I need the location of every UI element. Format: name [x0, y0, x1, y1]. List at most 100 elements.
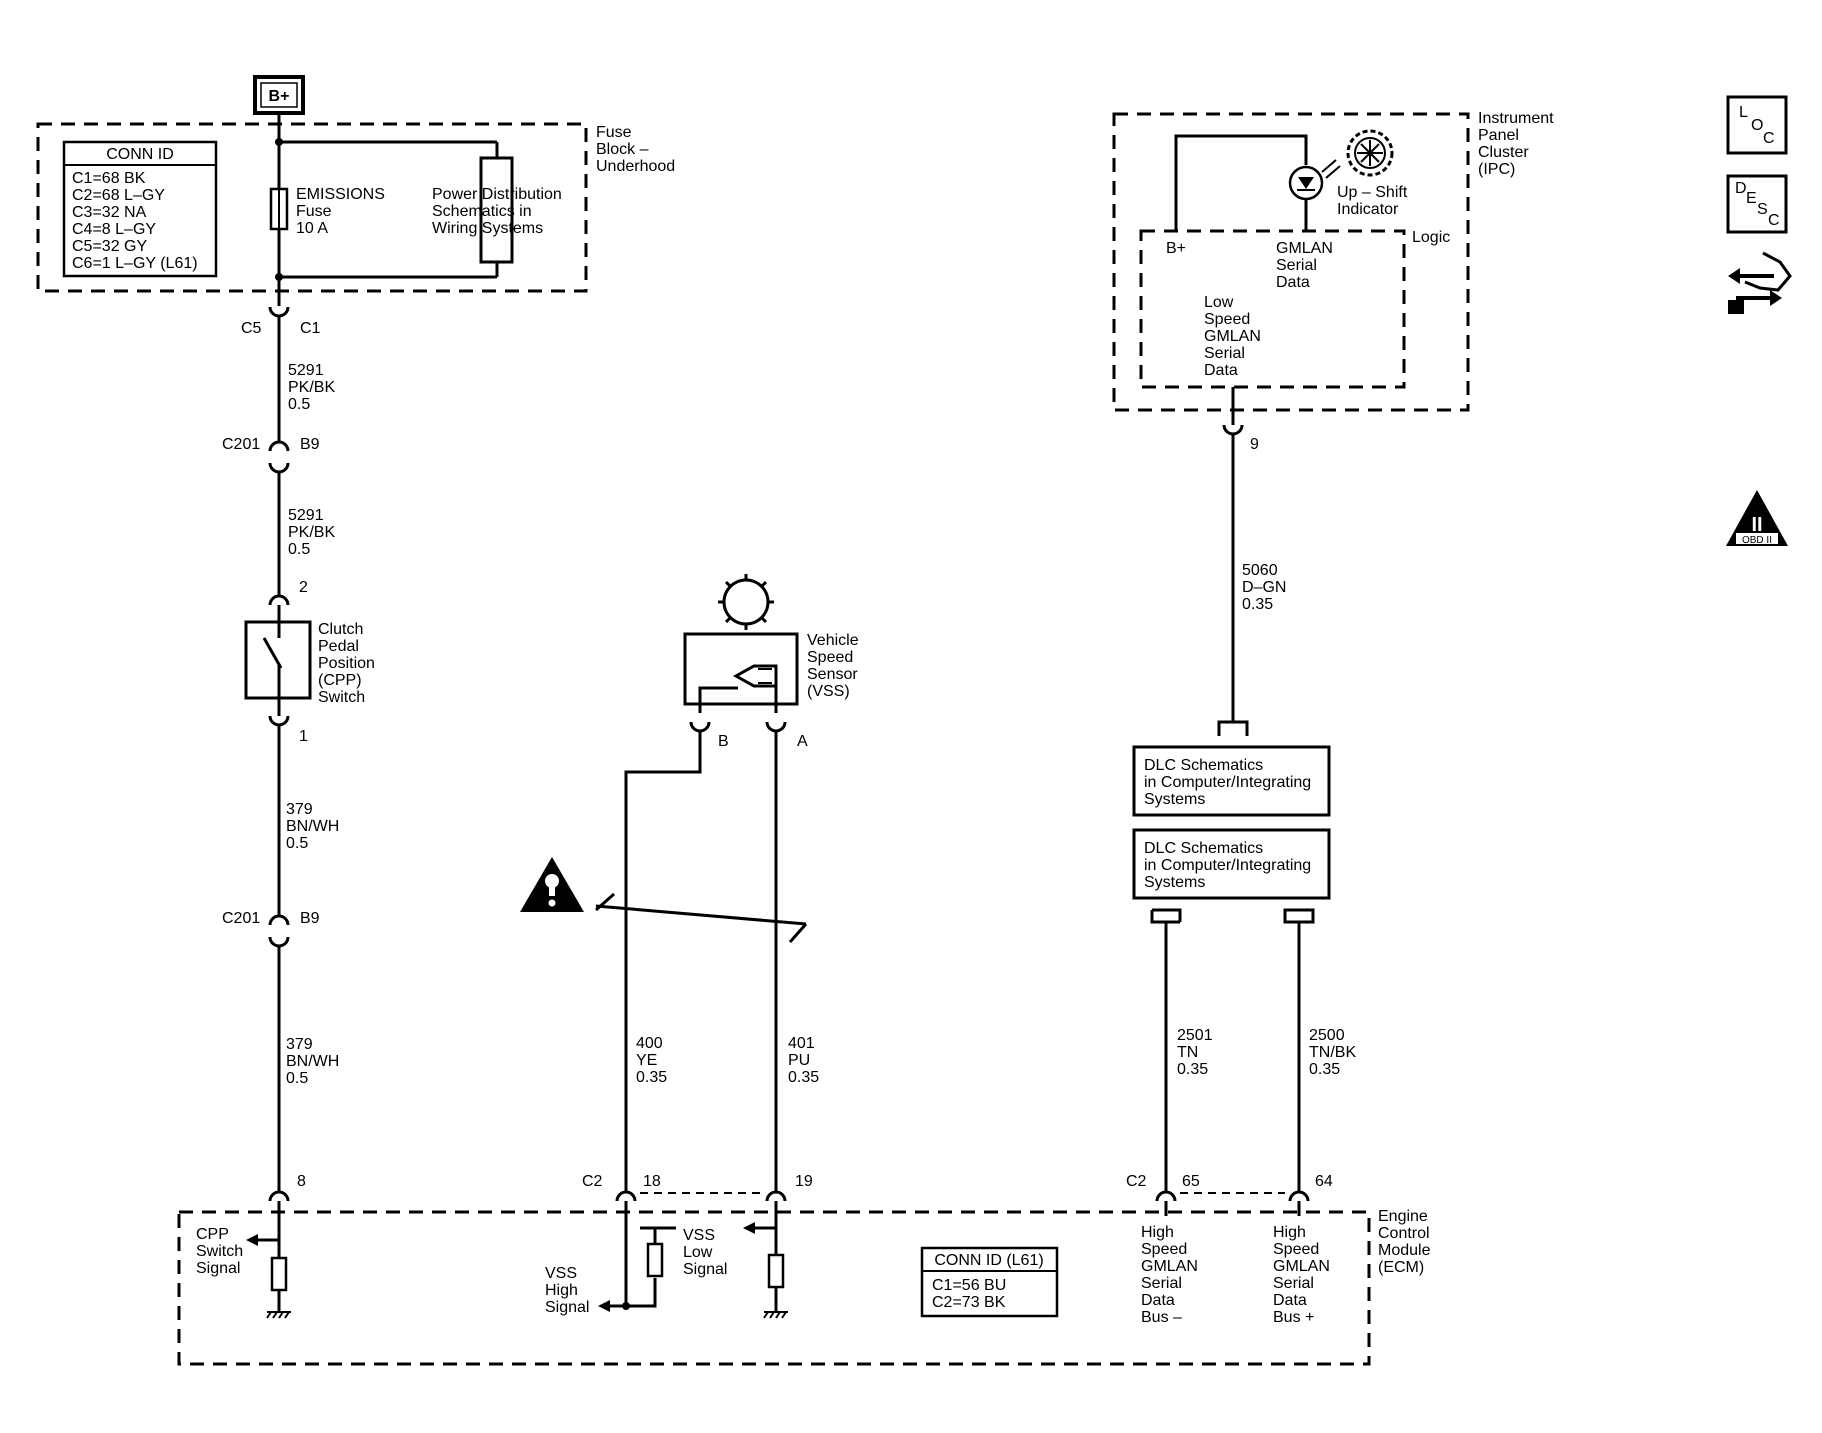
vss-high-label-2: High — [545, 1282, 578, 1299]
wire-5060-label: 5060 — [1242, 562, 1278, 579]
vss-high-label-3: Signal — [545, 1299, 589, 1316]
low-speed-label-3: GMLAN — [1204, 328, 1261, 345]
wire-400-color: YE — [636, 1052, 657, 1069]
wire-400-gauge: 0.35 — [636, 1069, 667, 1086]
gmlan-label-2: Serial — [1276, 257, 1317, 274]
upshift-indicator-lamp — [1288, 159, 1341, 201]
low-speed-label-5: Data — [1204, 362, 1238, 379]
fuse-conn-id-row: C3=32 NA — [72, 204, 147, 221]
fuse-conn-id-row: C2=68 L–GY — [72, 187, 165, 204]
pin-a: A — [797, 733, 808, 750]
gmlan-label-3: Data — [1276, 274, 1310, 291]
emissions-fuse — [269, 187, 289, 231]
ecm-conn-id-title: CONN ID (L61) — [934, 1252, 1043, 1269]
bus-plus-label-3: GMLAN — [1273, 1258, 1330, 1275]
ipc-label-2: Panel — [1478, 127, 1519, 144]
wire-5060-gauge: 0.35 — [1242, 596, 1273, 613]
wire-2500-label: 2500 — [1309, 1027, 1345, 1044]
cpp-label-5: Switch — [318, 689, 365, 706]
vehicle-speed-sensor — [683, 632, 799, 706]
conn-c1: C1 — [300, 320, 321, 337]
fuse-block-underhood: Fuse Block – Underhood CONN ID C1=68 BK … — [36, 113, 675, 306]
bus-minus-label-4: Serial — [1141, 1275, 1182, 1292]
desc-icon[interactable]: D E S C — [1726, 174, 1788, 234]
wire-2501-label: 2501 — [1177, 1027, 1213, 1044]
pin-65: 65 — [1182, 1173, 1200, 1190]
gmlan-label-1: GMLAN — [1276, 240, 1333, 257]
sensor-wheel-icon — [718, 574, 774, 630]
bus-plus-label-5: Data — [1273, 1292, 1307, 1309]
warning-icon — [520, 857, 584, 912]
wire-379-gauge: 0.5 — [286, 1070, 308, 1087]
ipc-label-3: Cluster — [1478, 144, 1529, 161]
vss-label-3: Sensor — [807, 666, 858, 683]
wire-5291-color: PK/BK — [288, 379, 335, 396]
fuse-conn-id-row: C1=68 BK — [72, 170, 146, 187]
loc-letter: O — [1751, 117, 1763, 134]
wire-379-label: 379 — [286, 1036, 313, 1053]
pin-9: 9 — [1250, 436, 1259, 453]
fuse-conn-id-title: CONN ID — [106, 146, 174, 163]
wire-379-color: BN/WH — [286, 1053, 339, 1070]
pin-b: B — [718, 733, 729, 750]
pin-b9-lower: B9 — [300, 910, 320, 927]
pin-2: 2 — [299, 579, 308, 596]
cpp-switch — [244, 605, 312, 716]
battery-label: B+ — [269, 88, 290, 105]
ecm-label-3: Module — [1378, 1242, 1431, 1259]
wire-5291-color: PK/BK — [288, 524, 335, 541]
vss-low-label-1: VSS — [683, 1227, 715, 1244]
loc-icon[interactable]: L O C — [1726, 95, 1788, 155]
wire-5060-color: D–GN — [1242, 579, 1286, 596]
ecm-label-1: Engine — [1378, 1208, 1428, 1225]
dlc-upper-line-3: Systems — [1144, 791, 1205, 808]
wire-2501-color: TN — [1177, 1044, 1198, 1061]
power-distribution-label-2: Schematics in — [432, 203, 532, 220]
dlc-upper-line-1: DLC Schematics — [1144, 757, 1263, 774]
bus-plus-label-1: High — [1273, 1224, 1306, 1241]
bus-minus-label-3: GMLAN — [1141, 1258, 1198, 1275]
vss-label-4: (VSS) — [807, 683, 850, 700]
wire-5291-gauge: 0.5 — [288, 396, 310, 413]
low-speed-label-2: Speed — [1204, 311, 1250, 328]
fuse-conn-id-row: C5=32 GY — [72, 238, 147, 255]
bus-plus-label-4: Serial — [1273, 1275, 1314, 1292]
cpp-label-4: (CPP) — [318, 672, 362, 689]
pin-18: 18 — [643, 1173, 661, 1190]
cpp-signal-label-1: CPP — [196, 1226, 229, 1243]
desc-letter: E — [1746, 190, 1757, 207]
low-speed-label-1: Low — [1204, 294, 1234, 311]
vss-circuit: Vehicle Speed Sensor (VSS) B A 400 YE 0.… — [520, 574, 859, 1319]
low-speed-label-4: Serial — [1204, 345, 1245, 362]
logic-b-plus: B+ — [1166, 240, 1186, 257]
connector-end-view-icon[interactable] — [1728, 251, 1792, 314]
ipc-label-4: (IPC) — [1478, 161, 1515, 178]
vss-label-2: Speed — [807, 649, 853, 666]
dlc-lower-line-2: in Computer/Integrating — [1144, 857, 1311, 874]
wire-379-gauge: 0.5 — [286, 835, 308, 852]
fuse-block-conn-id-table: CONN ID C1=68 BK C2=68 L–GY C3=32 NA C4=… — [62, 140, 218, 278]
logic-label: Logic — [1412, 229, 1450, 246]
wire-379-color: BN/WH — [286, 818, 339, 835]
wire-5291-label: 5291 — [288, 362, 324, 379]
pin-1: 1 — [299, 728, 308, 745]
fuse-conn-id-row: C6=1 L–GY (L61) — [72, 255, 198, 272]
bus-plus-label-6: Bus + — [1273, 1309, 1314, 1326]
cpp-signal-label-2: Switch — [196, 1243, 243, 1260]
conn-c201-upper: C201 — [222, 436, 260, 453]
upshift-gear-icon — [1346, 129, 1394, 177]
bus-minus-label-1: High — [1141, 1224, 1174, 1241]
dlc-lower-line-1: DLC Schematics — [1144, 840, 1263, 857]
instrument-panel-cluster: Instrument Panel Cluster (IPC) Logic Up … — [1112, 110, 1554, 736]
battery-b-plus: B+ — [253, 75, 305, 115]
wire-400-label: 400 — [636, 1035, 663, 1052]
conn-c2-gmlan: C2 — [1126, 1173, 1147, 1190]
desc-letter: S — [1757, 201, 1768, 218]
bus-minus-label-6: Bus – — [1141, 1309, 1182, 1326]
vss-label-1: Vehicle — [807, 632, 859, 649]
vss-low-label-3: Signal — [683, 1261, 727, 1278]
power-distribution-label-3: Wiring Systems — [432, 220, 543, 237]
obd-caption: OBD II — [1742, 535, 1772, 546]
pin-64: 64 — [1315, 1173, 1333, 1190]
obd-ii-icon[interactable]: II OBD II — [1726, 490, 1788, 546]
